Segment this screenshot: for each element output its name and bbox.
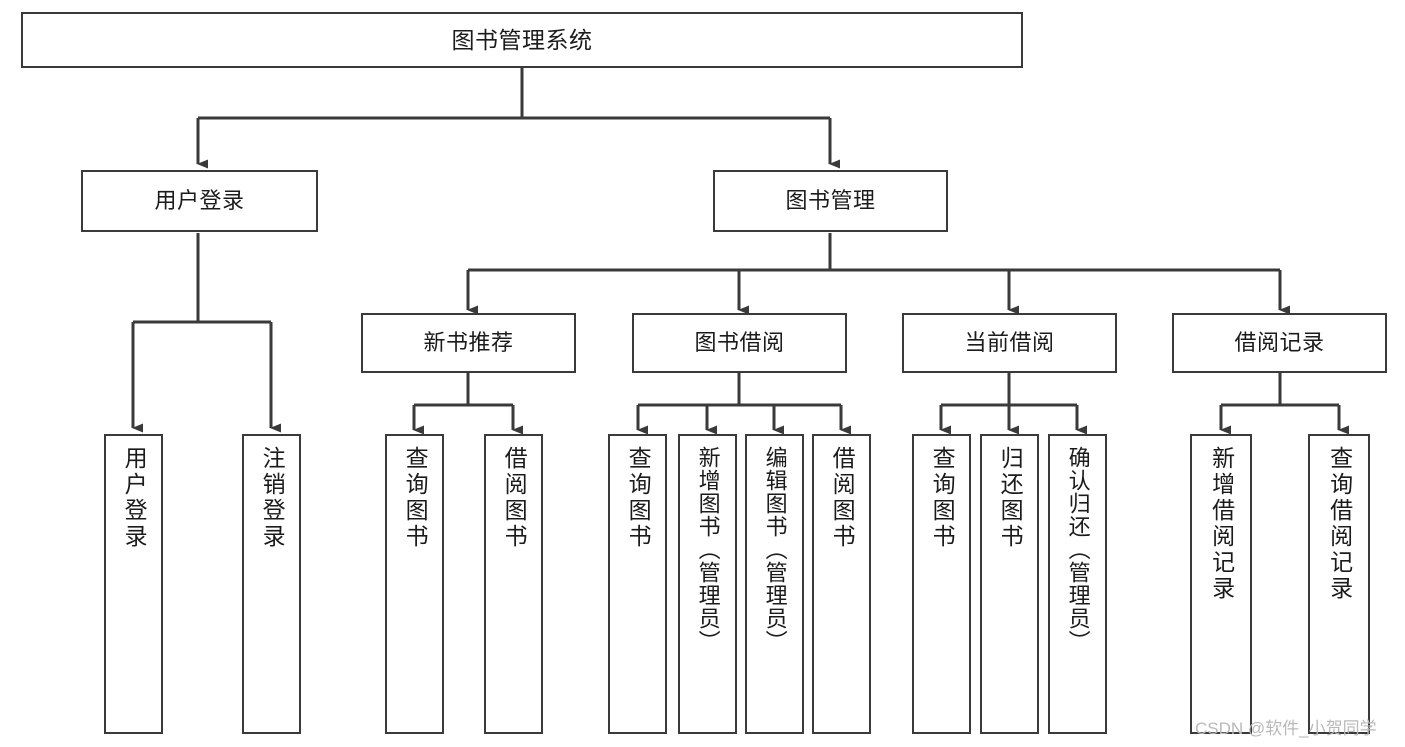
leaf-current-confirm-return-label: 确认归还（管理员） (1065, 446, 1091, 653)
leaf-user-login-login[interactable]: 用户登录 (104, 434, 163, 734)
leaf-user-login-logout[interactable]: 注销登录 (242, 434, 301, 734)
leaf-record-query[interactable]: 查询借阅记录 (1308, 434, 1370, 734)
leaf-new-book-borrow[interactable]: 借阅图书 (484, 434, 543, 734)
leaf-borrow-query-book-label: 查询图书 (625, 446, 652, 550)
node-current-borrow-label: 当前借阅 (964, 330, 1055, 356)
node-root-label: 图书管理系统 (451, 26, 593, 53)
node-root[interactable]: 图书管理系统 (21, 12, 1023, 68)
node-book-borrow[interactable]: 图书借阅 (632, 313, 847, 373)
leaf-current-confirm-return[interactable]: 确认归还（管理员） (1048, 434, 1107, 734)
leaf-new-book-query[interactable]: 查询图书 (385, 434, 444, 734)
leaf-current-query-book[interactable]: 查询图书 (912, 434, 971, 734)
node-user-login-label: 用户登录 (154, 188, 245, 214)
node-book-management[interactable]: 图书管理 (713, 170, 948, 232)
node-user-login[interactable]: 用户登录 (81, 170, 318, 232)
node-book-borrow-label: 图书借阅 (694, 330, 785, 356)
leaf-borrow-borrow-book[interactable]: 借阅图书 (812, 434, 871, 734)
node-borrow-record-label: 借阅记录 (1234, 330, 1325, 356)
leaf-borrow-add-book[interactable]: 新增图书（管理员） (678, 434, 737, 734)
node-new-book-recommend[interactable]: 新书推荐 (361, 313, 576, 373)
leaf-current-query-book-label: 查询图书 (929, 446, 956, 550)
leaf-borrow-edit-book-label: 编辑图书（管理员） (762, 446, 788, 653)
node-new-book-recommend-label: 新书推荐 (423, 330, 514, 356)
leaf-record-query-label: 查询借阅记录 (1326, 446, 1353, 602)
leaf-user-login-login-label: 用户登录 (121, 446, 148, 550)
leaf-new-book-borrow-label: 借阅图书 (501, 446, 528, 550)
leaf-current-return-book[interactable]: 归还图书 (980, 434, 1039, 734)
leaf-current-return-book-label: 归还图书 (997, 446, 1024, 550)
leaf-borrow-query-book[interactable]: 查询图书 (608, 434, 667, 734)
leaf-borrow-borrow-book-label: 借阅图书 (829, 446, 856, 550)
leaf-record-add-label: 新增借阅记录 (1208, 446, 1235, 602)
node-borrow-record[interactable]: 借阅记录 (1172, 313, 1387, 373)
leaf-new-book-query-label: 查询图书 (402, 446, 429, 550)
node-current-borrow[interactable]: 当前借阅 (902, 313, 1117, 373)
leaf-user-login-logout-label: 注销登录 (259, 446, 286, 550)
node-book-management-label: 图书管理 (785, 188, 876, 214)
leaf-record-add[interactable]: 新增借阅记录 (1190, 434, 1252, 734)
leaf-borrow-edit-book[interactable]: 编辑图书（管理员） (745, 434, 804, 734)
leaf-borrow-add-book-label: 新增图书（管理员） (695, 446, 721, 653)
